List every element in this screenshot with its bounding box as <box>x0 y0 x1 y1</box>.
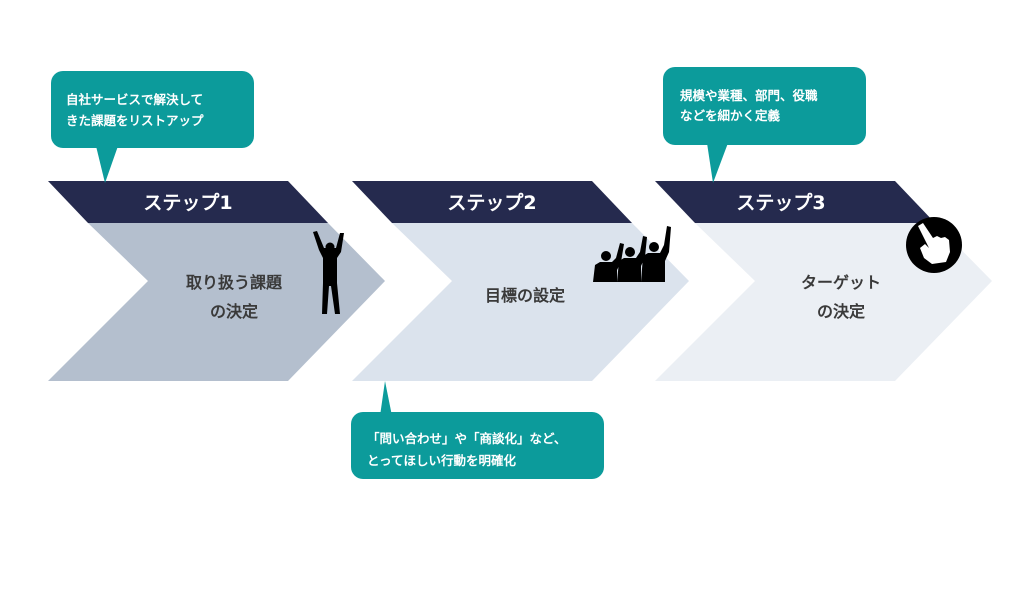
cheering-group-icon <box>593 226 671 282</box>
step-1-chevron <box>48 223 385 381</box>
callout-step-3-box <box>663 67 866 145</box>
step-2-title-line1: 目標の設定 <box>485 286 565 305</box>
step-1-header-band <box>48 181 328 223</box>
step-3: ステップ3 ターゲット の決定 <box>655 181 992 381</box>
callout-step-3-line2: などを細かく定義 <box>680 108 781 123</box>
pointing-hand-icon <box>906 217 962 273</box>
step-3-chevron <box>655 223 992 381</box>
callout-step-2-line1: 「問い合わせ」や「商談化」など、 <box>367 431 566 446</box>
step-3-title-line2: の決定 <box>817 302 865 321</box>
step-1-header: ステップ1 <box>143 191 232 214</box>
step-1-title-line1: 取り扱う課題 <box>186 273 283 292</box>
step-3-title-line1: ターゲット <box>801 273 881 292</box>
callout-step-3-line1: 規模や業種、部門、役職 <box>680 88 818 103</box>
step-3-header-band <box>655 181 935 223</box>
step-3-header: ステップ3 <box>736 191 825 214</box>
callout-step-2: 「問い合わせ」や「商談化」など、 とってほしい行動を明確化 <box>351 381 604 479</box>
callout-step-3-tail <box>707 143 728 183</box>
callout-step-1-line1: 自社サービスで解決して <box>66 92 203 107</box>
callout-step-2-line2: とってほしい行動を明確化 <box>367 453 517 468</box>
callout-step-1-line2: きた課題をリストアップ <box>66 113 204 128</box>
callout-step-1-box <box>51 71 254 148</box>
callout-step-1-tail <box>96 146 118 183</box>
raised-fist-person-icon <box>313 231 344 314</box>
callout-step-2-tail <box>380 381 392 416</box>
callout-step-2-box <box>351 412 604 479</box>
callout-step-3: 規模や業種、部門、役職 などを細かく定義 <box>663 67 866 183</box>
step-2: ステップ2 目標の設定 <box>352 181 689 381</box>
step-2-header: ステップ2 <box>447 191 536 214</box>
step-2-header-band <box>352 181 632 223</box>
callout-step-1: 自社サービスで解決して きた課題をリストアップ <box>51 71 254 183</box>
step-1: ステップ1 取り扱う課題 の決定 <box>48 181 385 381</box>
step-1-title-line2: の決定 <box>210 302 258 321</box>
